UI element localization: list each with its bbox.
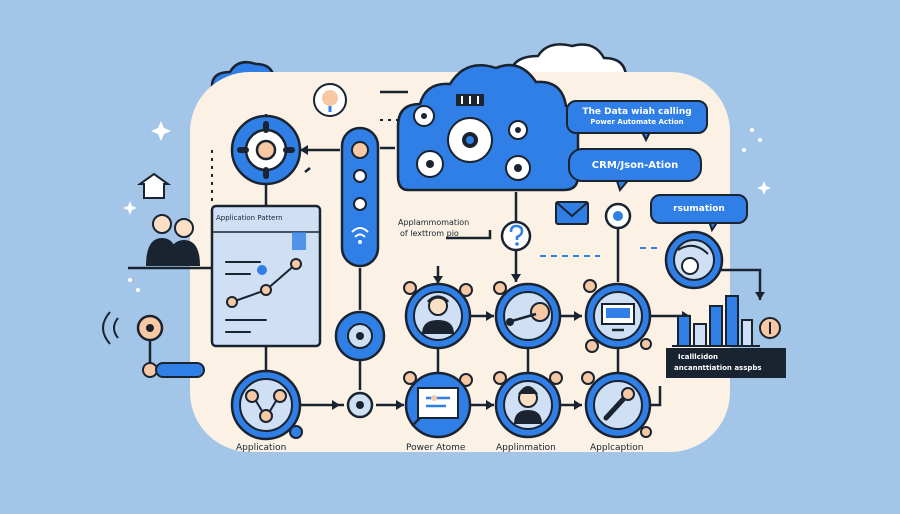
bottom-label-application: Application — [236, 443, 287, 453]
callout-line-2: Power Automate Action — [590, 118, 684, 126]
person-female-node-icon — [494, 371, 562, 439]
data-calling-callout: The Data wiah calling Power Automate Act… — [566, 100, 708, 134]
vertical-control-pill — [340, 126, 380, 268]
rsumation-callout: rsumation — [650, 194, 748, 224]
user-avatar-icon — [313, 83, 347, 117]
connector-dots — [403, 279, 652, 438]
dark-label-box — [666, 348, 786, 378]
dashed-flow — [540, 247, 660, 257]
bottom-label-applinmation: Applinmation — [496, 443, 556, 453]
bar-chart-icon — [672, 295, 760, 347]
person-node-icon — [404, 282, 472, 350]
middle-text-line-1: Applammomation — [398, 218, 470, 227]
dark-box-line-2: ancannttiation asspbs — [674, 364, 762, 372]
link-node-icon — [494, 282, 562, 350]
bottom-label-power-atome: Power Atome — [406, 443, 466, 453]
arrowheads — [300, 145, 765, 410]
crm-json-callout: CRM/Json-Ation — [568, 148, 702, 182]
monitor-node-icon — [584, 282, 652, 350]
dark-box-line-1: Icalllcidon — [678, 353, 719, 361]
email-icon — [555, 201, 589, 225]
team-people-icon — [128, 172, 214, 270]
cloud-icon — [508, 43, 628, 80]
gear-icon — [136, 314, 164, 342]
signal-icon — [102, 311, 119, 345]
document-node-icon — [404, 371, 472, 439]
sparkle-icon — [123, 121, 771, 215]
globe-node-icon — [664, 230, 724, 290]
callout-line-1: The Data wiah calling — [582, 107, 692, 117]
application-pattern-panel — [210, 204, 322, 348]
bottom-label-applcaption: Applcaption — [590, 443, 644, 453]
molecule-node-icon — [230, 369, 302, 441]
cloud-gears-icon — [396, 63, 580, 192]
target-node-icon — [334, 310, 386, 362]
gear-node-icon — [230, 114, 302, 186]
target-small-icon — [604, 202, 632, 230]
progress-pill — [155, 362, 205, 378]
middle-text-line-2: of lexttrom pio — [400, 229, 459, 238]
application-pattern-title: Application Pattern — [216, 214, 283, 222]
coin-icon — [759, 317, 781, 339]
question-node-icon — [500, 220, 532, 252]
tool-node-icon — [584, 371, 652, 439]
